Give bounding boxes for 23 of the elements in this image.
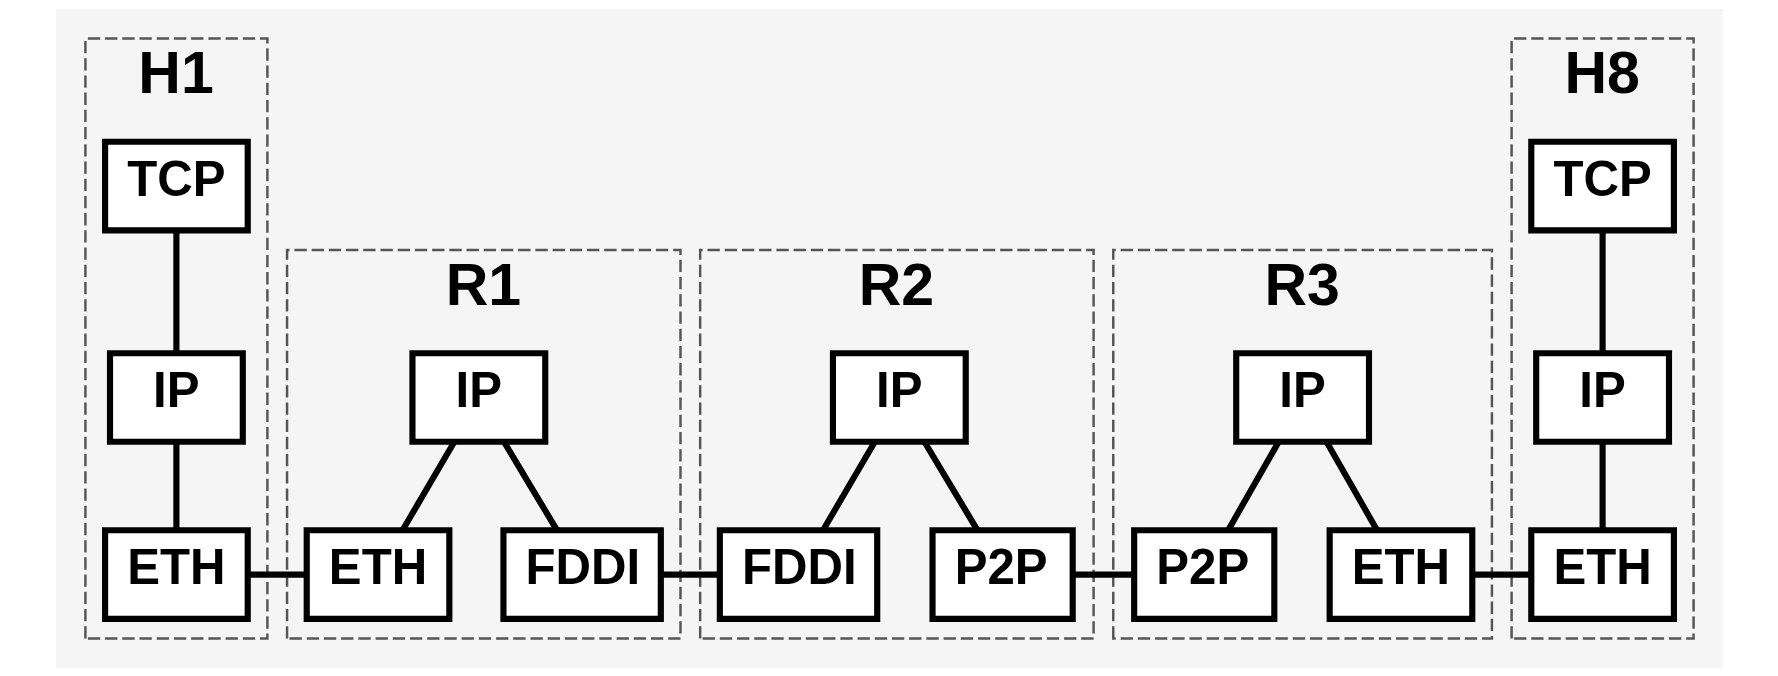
node-box: IP: [829, 349, 969, 445]
node-box: ETH: [303, 526, 452, 622]
connector: [1599, 230, 1606, 353]
node-box: ETH: [1527, 526, 1677, 622]
node-box: ETH: [1326, 526, 1475, 622]
node-box: TCP: [1527, 138, 1677, 233]
node-box: IP: [1232, 349, 1372, 445]
connector: [172, 230, 179, 353]
connector: [1599, 442, 1606, 530]
node-box: P2P: [928, 526, 1076, 622]
connector: [172, 442, 179, 530]
node-box: FDDI: [716, 526, 880, 622]
node-box: FDDI: [499, 526, 664, 622]
node-box: IP: [106, 349, 246, 445]
connector: [661, 571, 719, 578]
node-box: ETH: [101, 526, 251, 622]
connector: [1072, 571, 1133, 578]
connector: [1472, 571, 1530, 578]
node-box: P2P: [1130, 526, 1277, 622]
node-box: IP: [408, 349, 548, 445]
node-box: TCP: [101, 138, 251, 233]
node-box: IP: [1532, 349, 1672, 445]
connector: [247, 571, 306, 578]
